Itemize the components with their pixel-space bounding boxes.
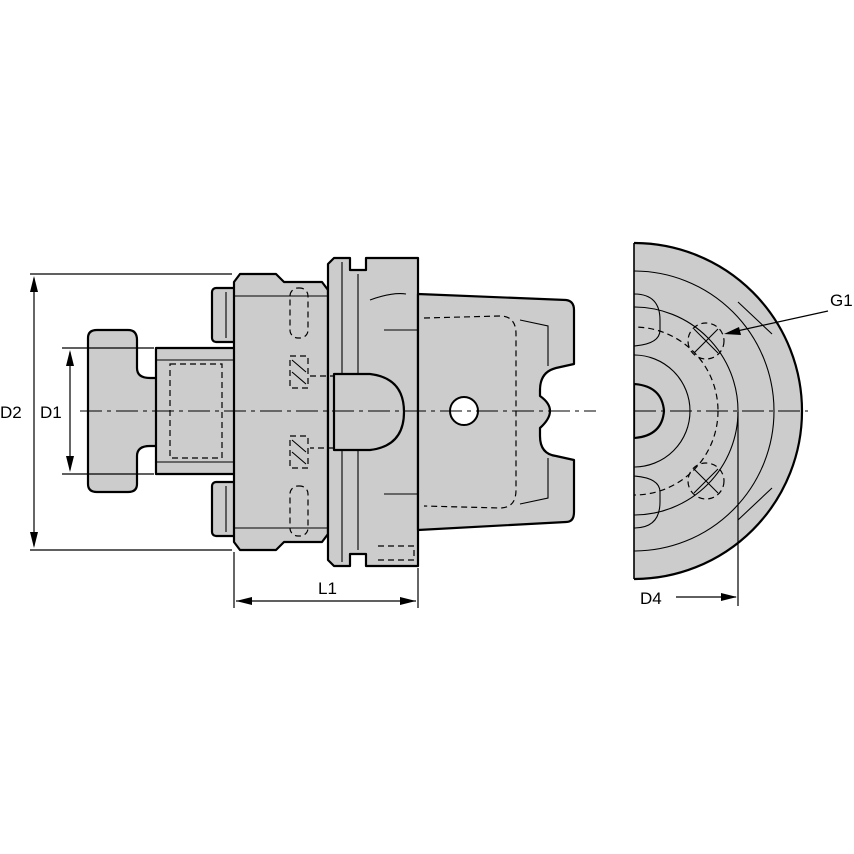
dimension-label-d1: D1 [40,403,62,422]
side-view [80,256,596,568]
dimension-label-l1: L1 [318,579,337,598]
taper-shank [416,292,576,532]
end-half-view [633,241,808,581]
flange-body [232,272,330,552]
mounting-hole-top [687,322,725,360]
drawbar-head [332,372,406,452]
dimension-label-d2: D2 [0,403,22,422]
mounting-hole-bottom [687,462,725,500]
dimension-label-d4: D4 [640,589,662,608]
callout-label-g1: G1 [830,291,853,310]
dimensions: D2 D1 L1 D4 G1 [0,273,853,608]
